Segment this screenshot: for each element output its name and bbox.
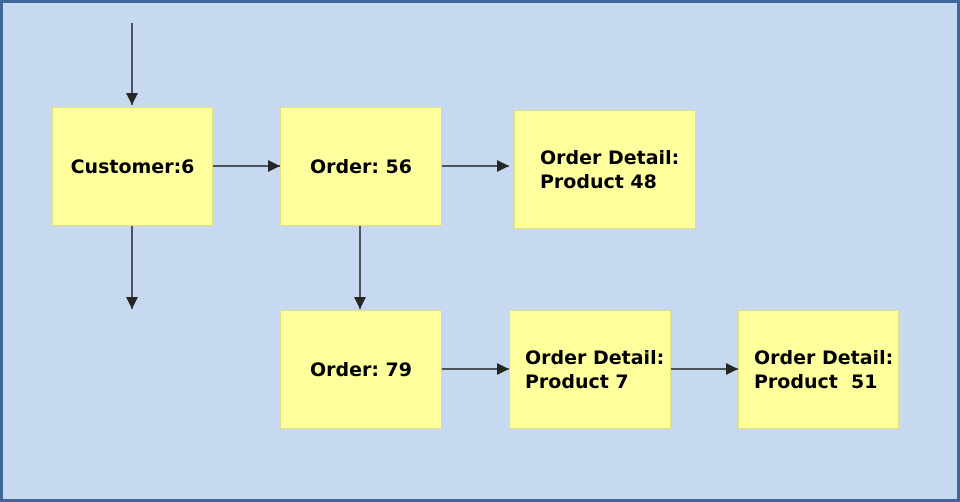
node-order-detail-product-51: Order Detail: Product 51 xyxy=(738,310,899,429)
node-order-detail-product-7: Order Detail: Product 7 xyxy=(509,310,671,429)
node-customer: Customer:6 xyxy=(52,107,213,226)
node-order-56: Order: 56 xyxy=(280,107,442,226)
node-order-79: Order: 79 xyxy=(280,310,442,429)
node-order-detail-product-48: Order Detail: Product 48 xyxy=(514,110,696,229)
connectors xyxy=(126,23,738,375)
